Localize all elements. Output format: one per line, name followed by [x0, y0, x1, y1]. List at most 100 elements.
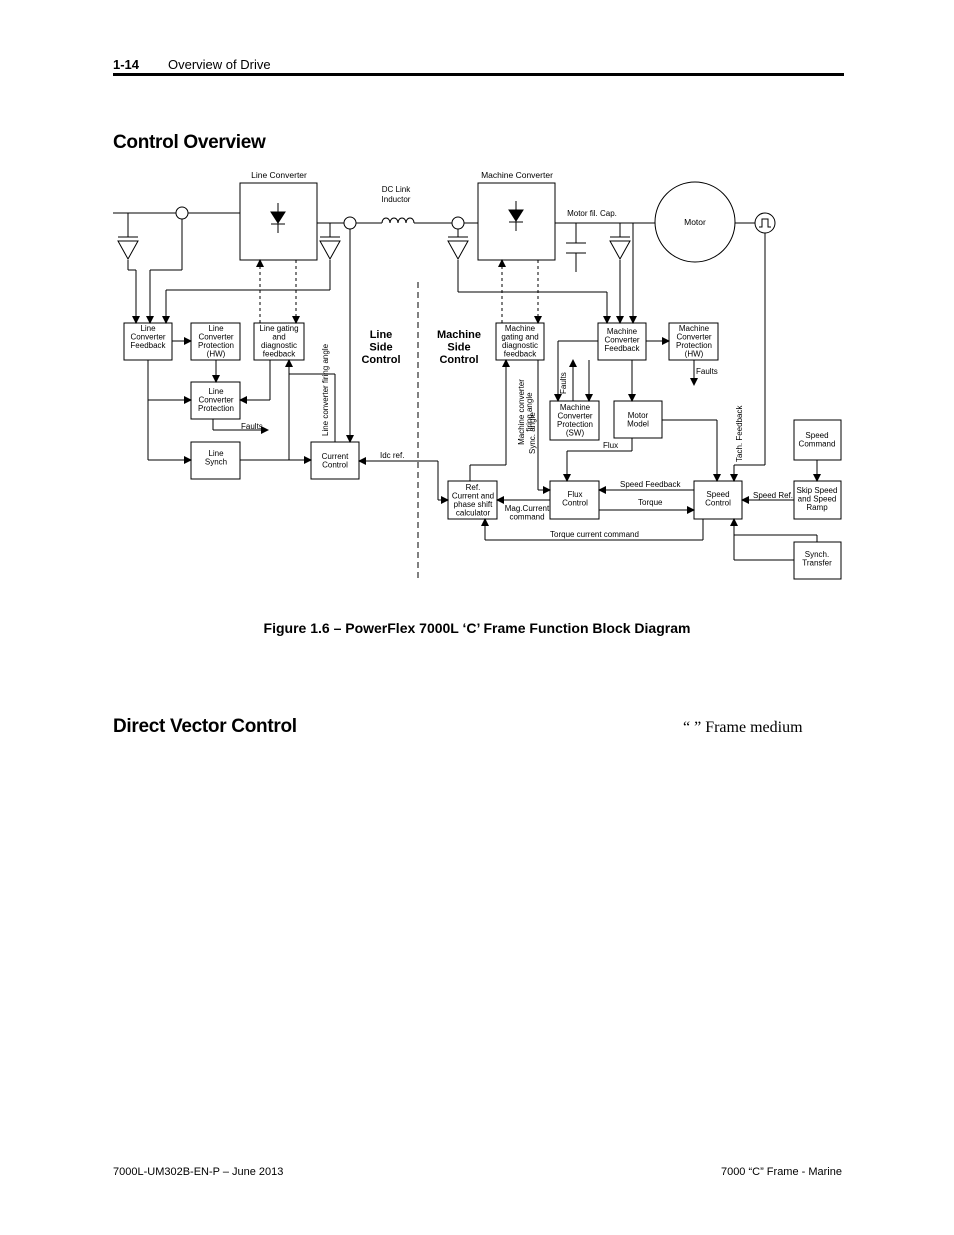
ref-calc-line-3: calculator — [456, 509, 491, 518]
ref-calc-line-0: Ref. — [466, 483, 481, 492]
header-rule — [113, 73, 844, 76]
direct-vector-text: “ ” Frame medium — [683, 719, 803, 736]
motor-label: Motor — [684, 217, 706, 227]
torque-label: Torque — [638, 498, 663, 507]
line-side-line-1: Side — [369, 342, 392, 354]
control-overview-heading: Control Overview — [113, 132, 266, 153]
lgdf-line-3: feedback — [263, 350, 296, 359]
diagram-labels: Line Converter Machine Converter DC Link… — [130, 170, 837, 568]
motor — [654, 181, 736, 263]
tach-feedback-label: Tach. Feedback — [735, 405, 744, 462]
line-synch-line-1: Synch — [205, 458, 227, 467]
lcp-hw-line-2: Protection — [198, 341, 234, 350]
mcp-hw-line-0: Machine — [679, 324, 710, 333]
machine-side-line-1: Side — [447, 342, 470, 354]
speed-ref-label: Speed Ref. — [753, 491, 793, 500]
lcf-line-0: Line — [140, 324, 156, 333]
lgdf-line-1: and — [272, 333, 285, 342]
figure-caption: Figure 1.6 – PowerFlex 7000L ‘C’ Frame F… — [263, 620, 691, 636]
faults-sw-label: Faults — [559, 372, 568, 394]
mgdf-line-1: gating and — [501, 333, 538, 342]
lcp-line-2: Protection — [198, 404, 234, 413]
lcp-hw-line-3: (HW) — [207, 350, 226, 359]
mcp-sw-line-3: (SW) — [566, 429, 585, 438]
section-title: Overview of Drive — [168, 57, 271, 72]
line-converter-block — [239, 182, 318, 261]
speed-control-line-1: Control — [705, 499, 731, 508]
motor-model-line-0: Motor — [628, 411, 649, 420]
mcp-hw-line-1: Converter — [676, 333, 711, 342]
lcp-hw-line-0: Line — [208, 324, 224, 333]
machine-converter-label: Machine Converter — [481, 170, 553, 180]
lgdf-line-0: Line gating — [259, 324, 298, 333]
speed-feedback-label: Speed Feedback — [620, 480, 681, 489]
synch-transfer-text: Synch.Transfer — [802, 550, 832, 568]
ref-calc-line-1: Current and — [452, 492, 494, 501]
mcp-sw-line-2: Protection — [557, 420, 593, 429]
faults-line-label: Faults — [241, 422, 263, 431]
footer-doc-id: 7000L-UM302B-EN-P – June 2013 — [113, 1166, 284, 1178]
machine-converter-protection-sw-block — [549, 400, 600, 441]
synch-transfer-line-0: Synch. — [805, 550, 829, 559]
machine-firing-line-1: firing angle — [525, 392, 534, 432]
mcp-sw-line-1: Converter — [557, 412, 592, 421]
line-synch-line-0: Line — [208, 449, 224, 458]
synch-transfer-line-1: Transfer — [802, 559, 832, 568]
line-converter-label: Line Converter — [251, 170, 307, 180]
mgdf-line-2: diagnostic — [502, 341, 538, 350]
machine-side-line-2: Control — [439, 354, 478, 366]
current-control-line-0: Current — [322, 452, 349, 461]
lcp-hw-line-1: Converter — [198, 333, 233, 342]
machine-side-line-0: Machine — [437, 329, 481, 341]
skip-speed-line-0: Skip Speed — [797, 486, 838, 495]
sync-angle-label: Sync. angle — [528, 412, 537, 454]
mcp-hw-line-2: Protection — [676, 341, 712, 350]
speed-control-line-0: Speed — [706, 490, 729, 499]
idc-ref-label: Idc ref. — [380, 451, 404, 460]
page-number: 1-14 — [113, 57, 140, 72]
inductor-label: Inductor — [382, 195, 411, 204]
mcp-sw-line-0: Machine — [560, 403, 591, 412]
dc-link-label: DC Link — [382, 185, 411, 194]
mcp-hw-line-3: (HW) — [685, 350, 704, 359]
machine-gating-feedback-block — [495, 322, 545, 361]
line-side-line-0: Line — [370, 329, 393, 341]
speed-command-line-1: Command — [799, 440, 836, 449]
mag-current-line-0: Mag.Current — [505, 504, 550, 513]
mcf-line-2: Feedback — [604, 344, 640, 353]
mag-current-line-1: command — [509, 513, 544, 522]
motor-fil-cap-label: Motor fil. Cap. — [567, 209, 617, 218]
lcp-line-1: Converter — [198, 396, 233, 405]
function-block-diagram: Line Converter Machine Converter DC Link… — [113, 170, 842, 580]
flux-label: Flux — [603, 441, 618, 450]
lcf-line-2: Feedback — [130, 341, 166, 350]
mcf-line-0: Machine — [607, 327, 638, 336]
lcp-line-0: Line — [208, 387, 224, 396]
speed-command-line-0: Speed — [805, 431, 828, 440]
lgdf-line-2: diagnostic — [261, 341, 297, 350]
flux-control-line-1: Control — [562, 499, 588, 508]
dc-link-inductor — [381, 217, 415, 224]
motor-model-line-1: Model — [627, 420, 649, 429]
line-side-line-2: Control — [361, 354, 400, 366]
mgdf-line-3: feedback — [504, 350, 537, 359]
faults-hw-label: Faults — [696, 367, 718, 376]
ref-calc-line-2: phase shift — [454, 500, 493, 509]
